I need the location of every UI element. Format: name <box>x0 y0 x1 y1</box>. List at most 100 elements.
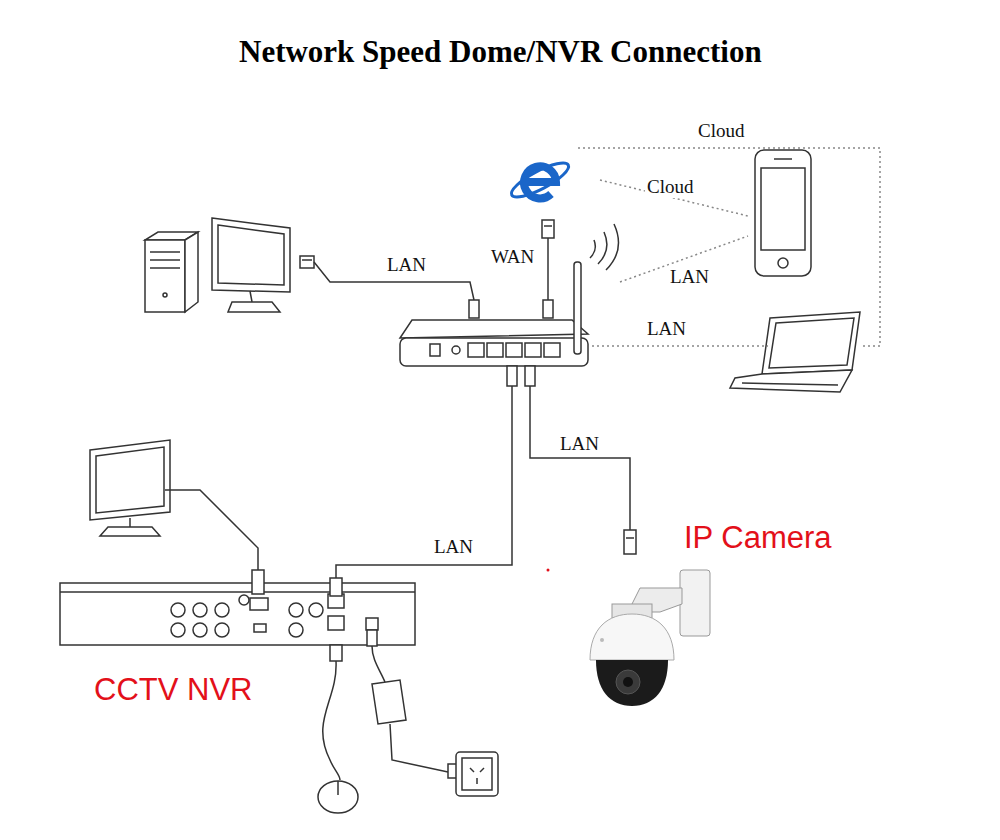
rj45-plug <box>330 578 342 596</box>
lan-cable <box>530 386 630 530</box>
wall-outlet <box>456 752 498 796</box>
cloud-label: Cloud <box>696 120 746 142</box>
monitor-screen <box>96 447 164 513</box>
rj45-plug <box>542 220 554 238</box>
connection-label: LAN <box>645 318 688 340</box>
mouse-cable <box>323 661 340 780</box>
nvr-monitor <box>90 440 170 536</box>
smartphone <box>755 150 811 276</box>
camera-lens <box>616 670 640 694</box>
tower-bay <box>150 259 180 261</box>
vga-plug <box>252 570 264 594</box>
wan-cable <box>547 238 549 300</box>
bnc-connector <box>289 603 303 617</box>
tower-bay <box>150 251 180 253</box>
tower-button <box>163 293 167 297</box>
power-port <box>366 618 378 630</box>
router-front <box>400 338 588 366</box>
mouse <box>318 781 358 813</box>
bnc-connector <box>215 603 229 617</box>
router-port <box>525 343 541 357</box>
bnc-connector <box>193 623 207 637</box>
laptop <box>730 312 860 392</box>
outlet-slot <box>470 768 474 772</box>
wireless-links <box>578 148 880 346</box>
audio-jack <box>239 595 249 605</box>
tower-side <box>185 232 198 312</box>
monitor-neck <box>129 518 131 527</box>
phone-button <box>778 258 788 268</box>
monitor-base <box>228 302 280 312</box>
monitor-frame <box>212 218 290 292</box>
connection-label: LAN <box>432 536 475 558</box>
plug-detail <box>302 259 312 261</box>
tower-front <box>145 240 185 312</box>
pc-monitor <box>212 218 290 312</box>
wifi-wave <box>590 240 595 258</box>
bnc-connector <box>309 603 323 617</box>
camera-housing <box>590 614 674 660</box>
camera-connector <box>624 530 636 554</box>
diagram-title: Network Speed Dome/NVR Connection <box>239 34 762 70</box>
monitor-frame <box>90 440 170 520</box>
lens-center <box>623 677 633 687</box>
hdmi-port <box>254 624 266 632</box>
router-port <box>468 343 484 357</box>
wall-mount <box>680 570 710 636</box>
laptop-lid <box>762 312 860 374</box>
nvr-recorder <box>60 583 415 645</box>
laptop-screen <box>769 318 854 368</box>
plug-detail <box>626 537 634 539</box>
vga-port <box>250 598 268 610</box>
rj45-plug <box>507 366 517 386</box>
bnc-connector <box>215 623 229 637</box>
phone-body <box>755 150 811 276</box>
bnc-connector <box>171 623 185 637</box>
wifi-wave <box>598 232 607 264</box>
wifi-wave <box>606 224 619 270</box>
ie-orbit <box>508 157 573 203</box>
cloud-label: Cloud <box>645 176 695 198</box>
power-jack <box>430 344 440 356</box>
usb-plug <box>330 645 342 661</box>
phone-speaker <box>774 158 792 160</box>
rj45-plug <box>543 300 553 318</box>
plug-detail <box>544 225 552 227</box>
outlet-slot <box>480 768 484 772</box>
connection-label: LAN <box>558 433 601 455</box>
mouse-split <box>337 781 339 795</box>
tower-bay <box>150 267 180 269</box>
laptop-keys <box>742 383 838 385</box>
router-port <box>487 343 503 357</box>
outlet-face <box>462 758 492 790</box>
device-label: IP Camera <box>684 520 832 556</box>
bnc-connector <box>171 603 185 617</box>
rj45-plug <box>469 300 479 318</box>
dc-cable <box>372 646 385 682</box>
connection-label: LAN <box>385 254 428 276</box>
browser-icon <box>508 157 573 203</box>
reset-button <box>452 346 460 354</box>
router <box>400 262 588 366</box>
power-adapter <box>372 680 406 724</box>
outlet-slot <box>476 778 478 784</box>
bnc-connector <box>193 603 207 617</box>
lan-link <box>592 345 768 347</box>
router-port <box>544 343 560 357</box>
laptop-base <box>730 370 852 392</box>
monitor-screen <box>218 225 284 285</box>
bnc-connector <box>289 623 303 637</box>
connection-label: LAN <box>668 266 711 288</box>
dc-plug <box>367 630 377 646</box>
router-antenna <box>574 262 581 354</box>
monitor-neck <box>250 291 252 302</box>
cloud-link <box>578 148 880 346</box>
monitor-base <box>100 527 160 536</box>
camera-dome <box>596 660 668 706</box>
lan-cable <box>336 386 512 578</box>
router-top <box>400 320 588 338</box>
nvr-edge <box>60 591 415 593</box>
phone-screen <box>761 168 805 250</box>
